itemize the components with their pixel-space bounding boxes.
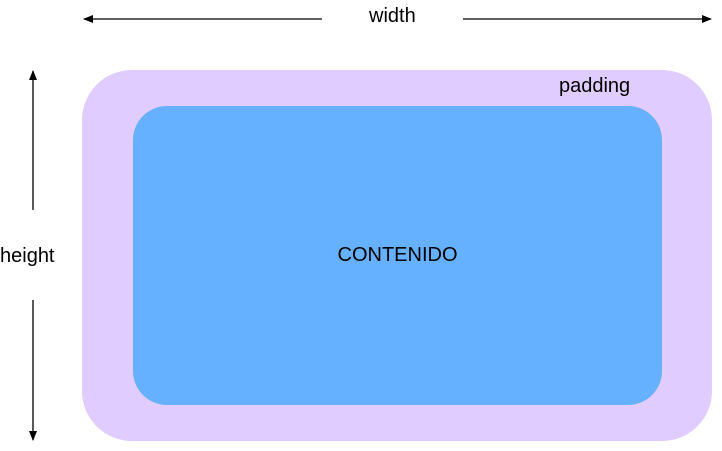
content-box: CONTENIDO [133,106,662,405]
height-label: height [0,245,55,267]
padding-label: padding [559,75,631,97]
width-label: width [369,5,416,27]
content-label: CONTENIDO [337,244,458,266]
